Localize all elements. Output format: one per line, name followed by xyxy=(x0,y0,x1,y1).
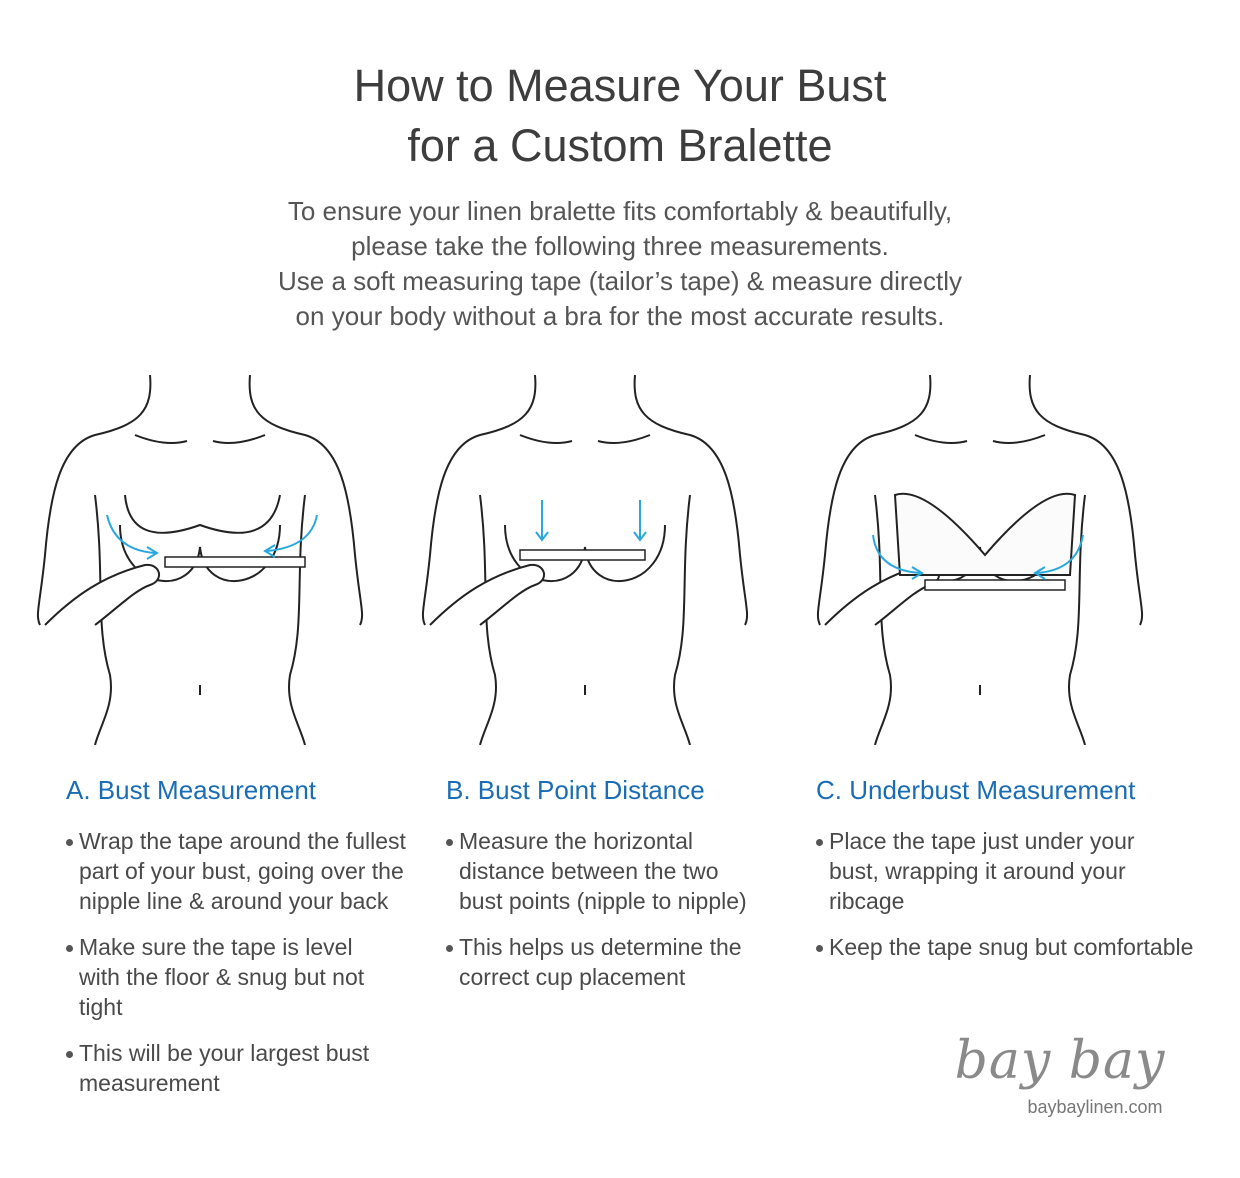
figure-underbust-measurement xyxy=(816,375,1144,745)
section-heading: C. Underbust Measurement xyxy=(816,775,1136,805)
measuring-tape xyxy=(519,549,646,561)
bullet-item: This helps us determine the correct cup … xyxy=(446,932,786,992)
bullet-item: Wrap the tape around the fullest part of… xyxy=(66,826,406,916)
intro-text: To ensure your linen bralette fits comfo… xyxy=(277,196,962,331)
arrow-down-icon xyxy=(535,500,549,542)
bullet-item: Keep the tape snug but comfortable xyxy=(816,932,1216,962)
measuring-tape xyxy=(924,579,1066,591)
arrow-icon xyxy=(872,534,924,580)
bullet-item: Measure the horizontal distance between … xyxy=(446,826,786,916)
section-bust-measurement: A. Bust Measurement Wrap the tape around… xyxy=(66,774,406,1114)
bullet-item: Make sure the tape is level with the flo… xyxy=(66,932,406,1022)
logo-wordmark: bay bay xyxy=(954,1031,1166,1091)
website-url: baybaylinen.com xyxy=(1027,1097,1163,1117)
figure-bust-point-distance xyxy=(421,375,749,745)
bullet-item: This will be your largest bust measureme… xyxy=(66,1038,406,1098)
figure-bust-measurement xyxy=(36,375,364,745)
section-bust-point-distance: B. Bust Point Distance Measure the horiz… xyxy=(446,774,786,1008)
section-heading: A. Bust Measurement xyxy=(66,775,316,805)
measuring-tape xyxy=(164,556,306,568)
page-title: How to Measure Your Bust for a Custom Br… xyxy=(353,60,887,171)
arrow-icon xyxy=(1033,534,1084,580)
bullet-item: Place the tape just under your bust, wra… xyxy=(816,826,1216,916)
arrow-icon xyxy=(106,514,159,560)
section-underbust-measurement: C. Underbust Measurement Place the tape … xyxy=(816,774,1216,978)
arrow-down-icon xyxy=(633,500,647,542)
section-heading: B. Bust Point Distance xyxy=(446,775,705,805)
arrow-icon xyxy=(263,514,318,558)
brand-logo: bay bay baybaylinen.com xyxy=(945,1030,1175,1118)
